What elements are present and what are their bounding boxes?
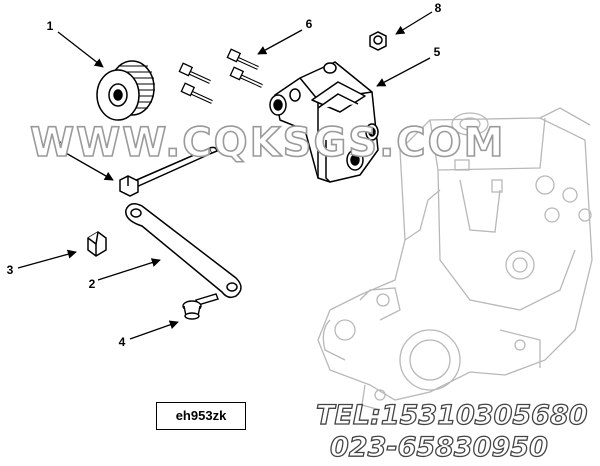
- callout-label-5: 5: [434, 45, 441, 59]
- watermark-tel: TEL:15310305680: [316, 400, 588, 431]
- callout-label-7: 7: [55, 139, 62, 153]
- brace-link-part: [125, 203, 242, 299]
- engine-block-outline: [317, 107, 593, 411]
- bolt-part: [87, 231, 107, 257]
- long-bolt-part: [119, 146, 218, 197]
- idler-pulley-part: [96, 60, 155, 121]
- callout-label-4: 4: [119, 335, 126, 349]
- callout-label-1: 1: [47, 19, 54, 33]
- callout-label-8: 8: [435, 1, 442, 15]
- flange-bolt-part: [182, 293, 219, 320]
- figure-code-label: eh953zk: [156, 402, 246, 430]
- callout-label-2: 2: [89, 277, 96, 291]
- watermark-phone: 023-65830950: [330, 432, 548, 463]
- cap-screws-part: [178, 48, 263, 104]
- callout-label-6: 6: [306, 17, 313, 31]
- leader-arrows: [17, 11, 433, 340]
- callout-label-3: 3: [7, 263, 14, 277]
- bracket-part: [269, 61, 379, 183]
- watermark-site: WWW.CQKSGS.COM: [30, 120, 505, 166]
- hex-nut-part: [369, 31, 387, 51]
